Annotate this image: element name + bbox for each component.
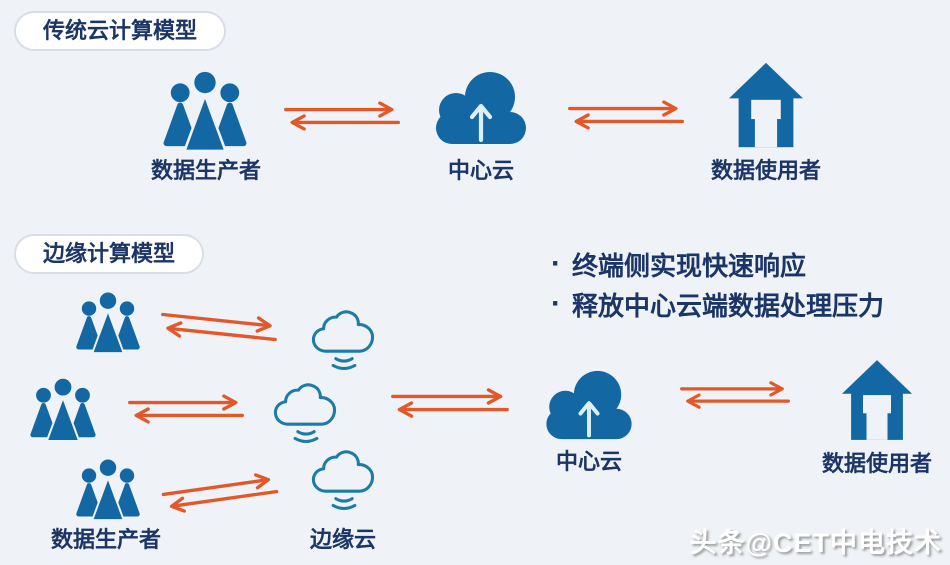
bidirectional-arrows-icon bbox=[676, 381, 794, 409]
bullet-icon: · bbox=[551, 287, 561, 320]
data-producers-icon bbox=[158, 66, 252, 152]
edge-cloud-icon bbox=[310, 450, 378, 516]
bidirectional-arrows-icon bbox=[388, 388, 512, 418]
producer-label: 数据生产者 bbox=[150, 158, 261, 183]
producer-label: 数据生产者 bbox=[50, 527, 161, 552]
central-cloud-label: 中心云 bbox=[447, 158, 514, 183]
data-consumer-icon bbox=[842, 360, 912, 440]
watermark: 头条@CET中电技术 bbox=[689, 528, 942, 558]
bidirectional-arrows-icon bbox=[282, 101, 402, 131]
data-producers-icon bbox=[26, 374, 100, 442]
traditional-model-badge-label: 传统云计算模型 bbox=[43, 18, 198, 43]
edge-cloud-icon bbox=[310, 310, 378, 376]
edge-model-badge-label: 边缘计算模型 bbox=[43, 241, 176, 266]
consumer-label: 数据使用者 bbox=[710, 158, 821, 183]
bidirectional-arrows-icon bbox=[158, 470, 281, 516]
benefit-text: 释放中心云端数据处理压力 bbox=[572, 290, 885, 321]
data-producers-icon bbox=[72, 455, 144, 521]
edge-cloud-label: 边缘云 bbox=[309, 527, 376, 552]
traditional-model-badge: 传统云计算模型 bbox=[14, 11, 227, 51]
central-cloud-icon bbox=[430, 70, 532, 146]
bullet-icon: · bbox=[551, 247, 561, 280]
benefit-text: 终端侧实现快速响应 bbox=[572, 250, 807, 281]
benefit-item: · 释放中心云端数据处理压力 bbox=[540, 284, 884, 324]
central-cloud-label: 中心云 bbox=[555, 449, 622, 474]
edge-cloud-icon bbox=[272, 383, 340, 449]
bidirectional-arrows-icon bbox=[157, 306, 281, 349]
edge-benefits-list: · 终端侧实现快速响应 · 释放中心云端数据处理压力 bbox=[540, 244, 884, 324]
bidirectional-arrows-icon bbox=[566, 100, 686, 130]
benefit-item: · 终端侧实现快速响应 bbox=[540, 244, 884, 284]
consumer-label: 数据使用者 bbox=[821, 451, 932, 476]
data-producers-icon bbox=[72, 288, 144, 354]
central-cloud-icon bbox=[541, 369, 637, 441]
data-consumer-icon bbox=[729, 62, 803, 148]
bidirectional-arrows-icon bbox=[126, 394, 246, 424]
edge-model-badge: 边缘计算模型 bbox=[14, 234, 205, 274]
